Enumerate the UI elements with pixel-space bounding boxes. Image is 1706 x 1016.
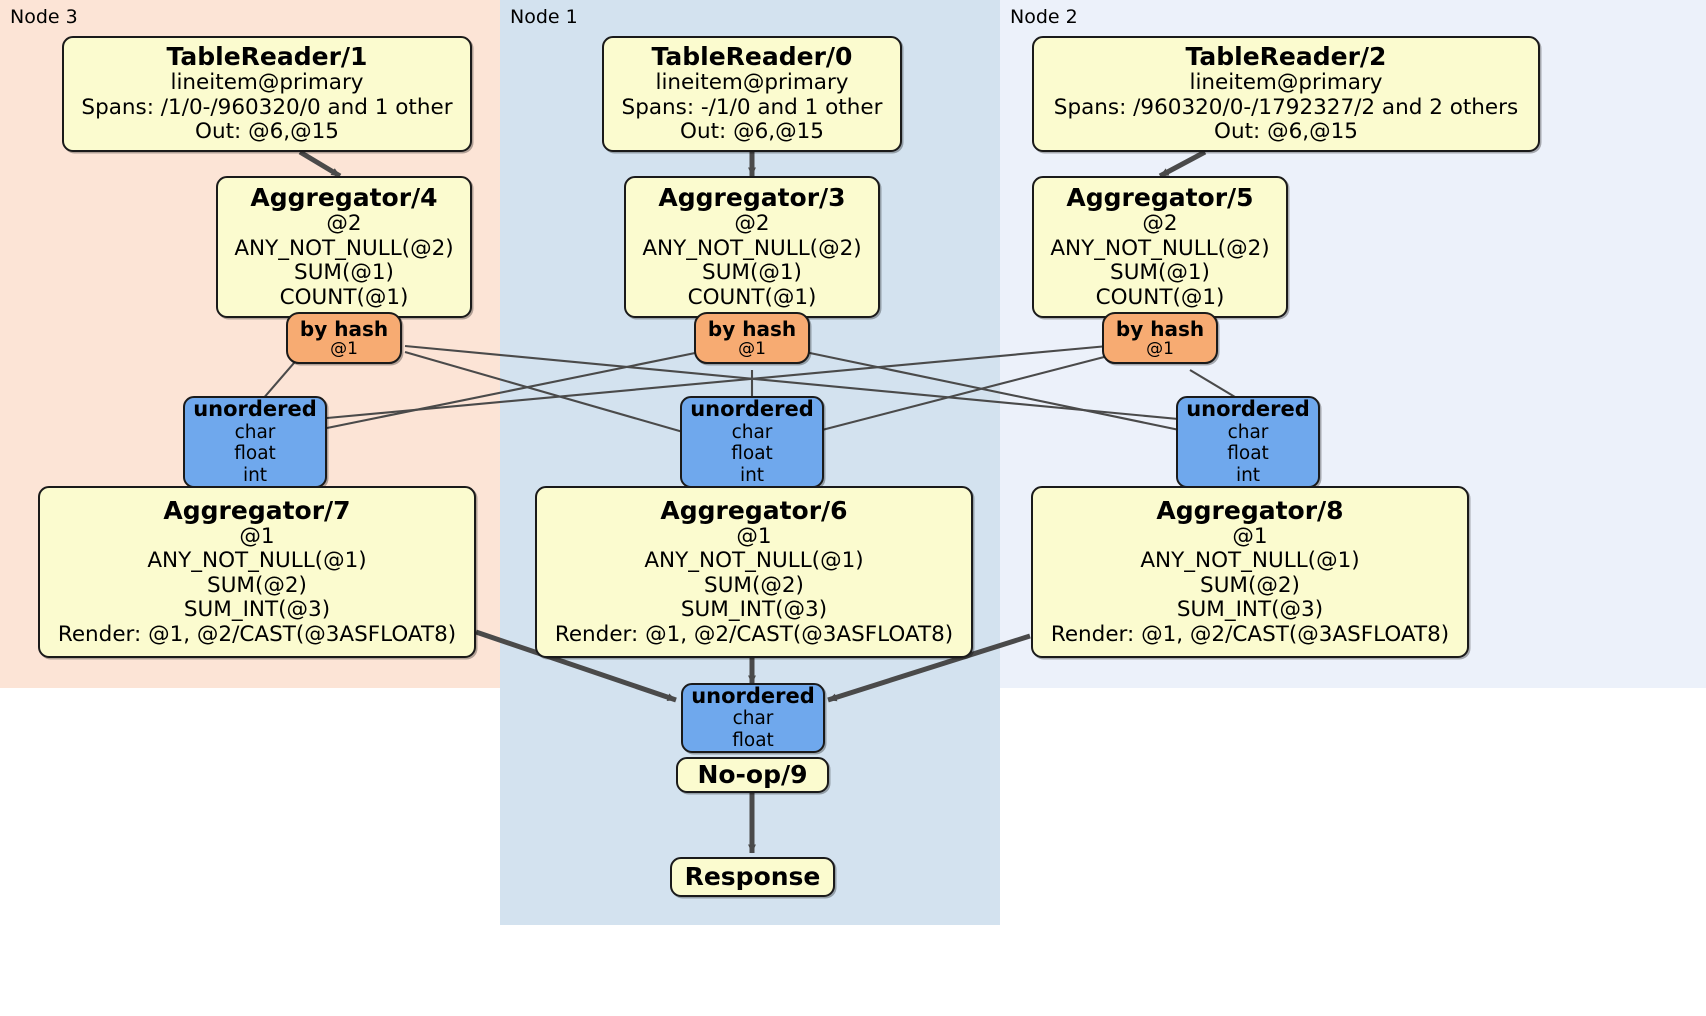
synchronizer-type: char xyxy=(731,421,773,443)
synchronizer-type: int xyxy=(242,464,268,486)
processor-detail: SUM(@2) xyxy=(1200,572,1300,598)
processor-aggregator-4[interactable]: Aggregator/4 @2 ANY_NOT_NULL(@2) SUM(@1)… xyxy=(216,176,472,318)
processor-detail: ANY_NOT_NULL(@1) xyxy=(147,548,367,574)
processor-aggregator-7[interactable]: Aggregator/7 @1 ANY_NOT_NULL(@1) SUM(@2)… xyxy=(38,486,476,658)
processor-detail: Spans: -/1/0 and 1 other xyxy=(621,94,883,120)
processor-detail: @2 xyxy=(1142,211,1178,236)
router-title: by hash xyxy=(707,316,797,341)
processor-detail: @2 xyxy=(326,211,362,236)
synchronizer-unordered-center[interactable]: unordered char float int xyxy=(680,396,824,488)
processor-title: TableReader/0 xyxy=(651,42,853,72)
router-detail: @1 xyxy=(1146,338,1174,359)
router-detail: @1 xyxy=(738,338,766,359)
processor-table-reader-0[interactable]: TableReader/0 lineitem@primary Spans: -/… xyxy=(602,36,902,152)
processor-table-reader-1[interactable]: TableReader/1 lineitem@primary Spans: /1… xyxy=(62,36,472,152)
processor-detail: lineitem@primary xyxy=(170,70,364,96)
processor-response[interactable]: Response xyxy=(670,857,835,897)
processor-aggregator-5[interactable]: Aggregator/5 @2 ANY_NOT_NULL(@2) SUM(@1)… xyxy=(1032,176,1288,318)
processor-detail: @1 xyxy=(1232,523,1268,549)
processor-detail: COUNT(@1) xyxy=(687,284,817,310)
processor-detail: COUNT(@1) xyxy=(279,284,409,310)
synchronizer-title: unordered xyxy=(691,684,815,709)
processor-detail: @2 xyxy=(734,211,770,236)
synchronizer-type: char xyxy=(732,708,774,730)
processor-title: Aggregator/5 xyxy=(1066,183,1254,212)
processor-detail: SUM(@2) xyxy=(704,572,804,598)
processor-detail: @1 xyxy=(736,523,772,549)
processor-title: TableReader/1 xyxy=(166,42,368,72)
router-title: by hash xyxy=(1115,316,1205,341)
processor-detail: lineitem@primary xyxy=(655,70,849,96)
processor-detail: ANY_NOT_NULL(@1) xyxy=(644,548,864,574)
synchronizer-title: unordered xyxy=(1186,397,1310,422)
processor-render: Render: @1, @2/CAST(@3ASFLOAT8) xyxy=(554,621,954,647)
synchronizer-unordered-left[interactable]: unordered char float int xyxy=(183,396,327,488)
processor-table-reader-2[interactable]: TableReader/2 lineitem@primary Spans: /9… xyxy=(1032,36,1540,152)
processor-detail: SUM_INT(@3) xyxy=(1176,597,1324,623)
synchronizer-title: unordered xyxy=(193,397,317,422)
router-title: by hash xyxy=(299,316,389,341)
synchronizer-type: char xyxy=(234,421,276,443)
cluster-label-node-1: Node 1 xyxy=(510,6,578,28)
processor-detail: ANY_NOT_NULL(@1) xyxy=(1140,548,1360,574)
processor-detail: Out: @6,@15 xyxy=(195,119,339,145)
processor-detail: SUM_INT(@3) xyxy=(183,597,331,623)
router-detail: @1 xyxy=(330,338,358,359)
router-by-hash-right[interactable]: by hash @1 xyxy=(1102,312,1218,364)
router-by-hash-left[interactable]: by hash @1 xyxy=(286,312,402,364)
synchronizer-unordered-final[interactable]: unordered char float xyxy=(681,683,825,753)
processor-detail: ANY_NOT_NULL(@2) xyxy=(642,235,862,261)
processor-detail: SUM(@1) xyxy=(702,260,802,285)
synchronizer-type: float xyxy=(731,443,773,465)
synchronizer-type: float xyxy=(1227,443,1269,465)
processor-detail: Spans: /1/0-/960320/0 and 1 other xyxy=(81,94,453,120)
synchronizer-title: unordered xyxy=(690,397,814,422)
cluster-label-node-2: Node 2 xyxy=(1010,6,1078,28)
processor-detail: Spans: /960320/0-/1792327/2 and 2 others xyxy=(1053,94,1519,120)
synchronizer-type: char xyxy=(1227,421,1269,443)
processor-render: Render: @1, @2/CAST(@3ASFLOAT8) xyxy=(57,621,457,647)
cluster-label-node-3: Node 3 xyxy=(10,6,78,28)
synchronizer-type: float xyxy=(732,730,774,752)
processor-aggregator-6[interactable]: Aggregator/6 @1 ANY_NOT_NULL(@1) SUM(@2)… xyxy=(535,486,973,658)
processor-detail: ANY_NOT_NULL(@2) xyxy=(1050,235,1270,261)
processor-title: Aggregator/4 xyxy=(250,183,438,212)
processor-title: No-op/9 xyxy=(697,760,808,789)
processor-detail: SUM(@1) xyxy=(294,260,394,285)
processor-title: Response xyxy=(684,862,821,891)
synchronizer-type: int xyxy=(1235,464,1261,486)
synchronizer-unordered-right[interactable]: unordered char float int xyxy=(1176,396,1320,488)
synchronizer-type: int xyxy=(739,464,765,486)
processor-detail: COUNT(@1) xyxy=(1095,284,1225,310)
processor-detail: lineitem@primary xyxy=(1189,70,1383,96)
processor-detail: SUM(@1) xyxy=(1110,260,1210,285)
processor-detail: Out: @6,@15 xyxy=(680,119,824,145)
processor-aggregator-8[interactable]: Aggregator/8 @1 ANY_NOT_NULL(@1) SUM(@2)… xyxy=(1031,486,1469,658)
processor-noop-9[interactable]: No-op/9 xyxy=(676,757,829,793)
processor-title: Aggregator/7 xyxy=(163,495,351,525)
processor-aggregator-3[interactable]: Aggregator/3 @2 ANY_NOT_NULL(@2) SUM(@1)… xyxy=(624,176,880,318)
processor-detail: SUM_INT(@3) xyxy=(680,597,828,623)
processor-detail: SUM(@2) xyxy=(207,572,307,598)
processor-title: Aggregator/3 xyxy=(658,183,846,212)
synchronizer-type: float xyxy=(234,443,276,465)
processor-detail: ANY_NOT_NULL(@2) xyxy=(234,235,454,261)
processor-detail: @1 xyxy=(239,523,275,549)
processor-title: TableReader/2 xyxy=(1185,42,1387,72)
processor-detail: Out: @6,@15 xyxy=(1214,119,1358,145)
processor-title: Aggregator/8 xyxy=(1156,495,1344,525)
router-by-hash-center[interactable]: by hash @1 xyxy=(694,312,810,364)
processor-render: Render: @1, @2/CAST(@3ASFLOAT8) xyxy=(1050,621,1450,647)
processor-title: Aggregator/6 xyxy=(660,495,848,525)
